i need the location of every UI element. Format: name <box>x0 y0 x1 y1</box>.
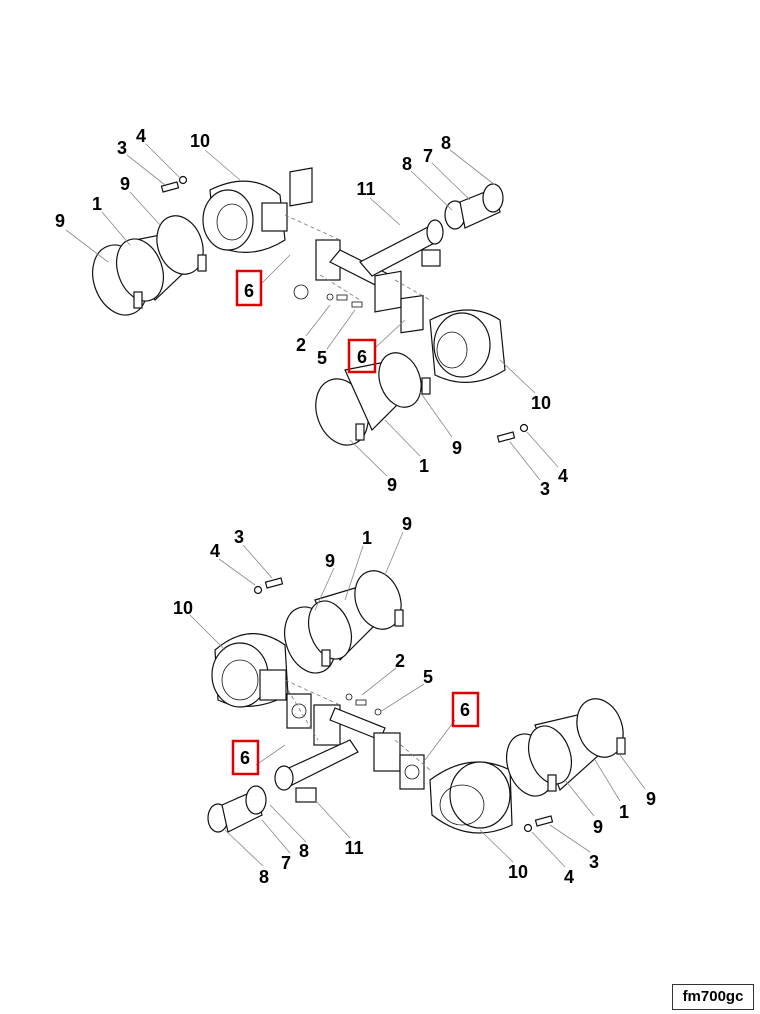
hose-clamp <box>156 215 204 275</box>
callout-label: 2 <box>395 651 405 671</box>
callout-label: 3 <box>540 479 550 499</box>
callout-label: 1 <box>619 802 629 822</box>
diagram-code-label: fm700gc <box>672 984 754 1010</box>
callout-label-highlighted[interactable]: 6 <box>357 347 367 367</box>
callout-label: 11 <box>344 838 363 858</box>
callout-label: 1 <box>92 194 102 214</box>
callout-label: 8 <box>259 867 269 887</box>
exhaust-pipe <box>315 219 444 313</box>
outlet-sleeve <box>207 785 267 833</box>
callout-label: 1 <box>362 528 372 548</box>
exhaust-cover <box>211 633 289 708</box>
callout-label: 9 <box>325 551 335 571</box>
callout-label: 8 <box>299 841 309 861</box>
callout-label: 5 <box>423 667 433 687</box>
callout-label: 9 <box>402 514 412 534</box>
callout-label: 5 <box>317 348 327 368</box>
left-sleeve-group <box>92 215 207 316</box>
outlet-sleeve <box>444 183 504 230</box>
callout-label: 1 <box>419 456 429 476</box>
callout-label: 10 <box>508 862 528 882</box>
small-hardware <box>326 293 363 308</box>
small-hardware <box>345 693 382 716</box>
bolt <box>523 815 554 833</box>
callout-label: 4 <box>210 541 220 561</box>
callout-label: 9 <box>646 789 656 809</box>
upper-sleeve-group <box>284 570 404 674</box>
callout-label: 9 <box>387 475 397 495</box>
exhaust-pipe <box>274 704 401 803</box>
bolt <box>253 577 284 595</box>
highlight-box <box>451 691 480 728</box>
callout-label: 3 <box>234 527 244 547</box>
callout-label: 9 <box>452 438 462 458</box>
exhaust-cover <box>202 180 288 254</box>
callout-label-highlighted[interactable]: 6 <box>240 748 250 768</box>
callout-label: 4 <box>564 867 574 887</box>
bolt <box>496 423 529 443</box>
callout-label-highlighted[interactable]: 6 <box>460 700 470 720</box>
callout-label: 3 <box>589 852 599 872</box>
gasket <box>399 754 425 790</box>
callout-label: 9 <box>55 211 65 231</box>
callout-label: 7 <box>281 853 291 873</box>
callout-label: 4 <box>558 466 568 486</box>
highlight-box <box>231 739 260 776</box>
lower-sleeve-group <box>506 698 626 797</box>
exhaust-cover <box>429 761 513 834</box>
callout-label: 10 <box>531 393 551 413</box>
right-sleeve-group <box>315 352 431 446</box>
callout-label: 8 <box>441 133 451 153</box>
callout-label: 9 <box>593 817 603 837</box>
top-assembly: 4 3 10 9 1 9 11 8 7 8 6 2 5 6 10 9 1 9 3… <box>55 126 568 499</box>
callout-label: 10 <box>190 131 210 151</box>
bolt <box>160 175 188 193</box>
callout-label: 8 <box>402 154 412 174</box>
exhaust-cover <box>429 309 506 384</box>
callout-label-highlighted[interactable]: 6 <box>244 281 254 301</box>
callout-label: 10 <box>173 598 193 618</box>
highlight-box <box>235 269 263 307</box>
gasket <box>400 294 424 334</box>
callout-label: 7 <box>423 146 433 166</box>
callout-label: 2 <box>296 335 306 355</box>
callout-label: 11 <box>356 179 375 199</box>
highlight-box <box>347 338 377 374</box>
gasket <box>289 167 313 300</box>
callout-label: 9 <box>120 174 130 194</box>
bottom-assembly: 3 4 1 9 9 10 2 5 6 6 11 7 8 8 10 4 3 9 1… <box>173 514 656 887</box>
callout-label: 3 <box>117 138 127 158</box>
callout-label: 4 <box>136 126 146 146</box>
